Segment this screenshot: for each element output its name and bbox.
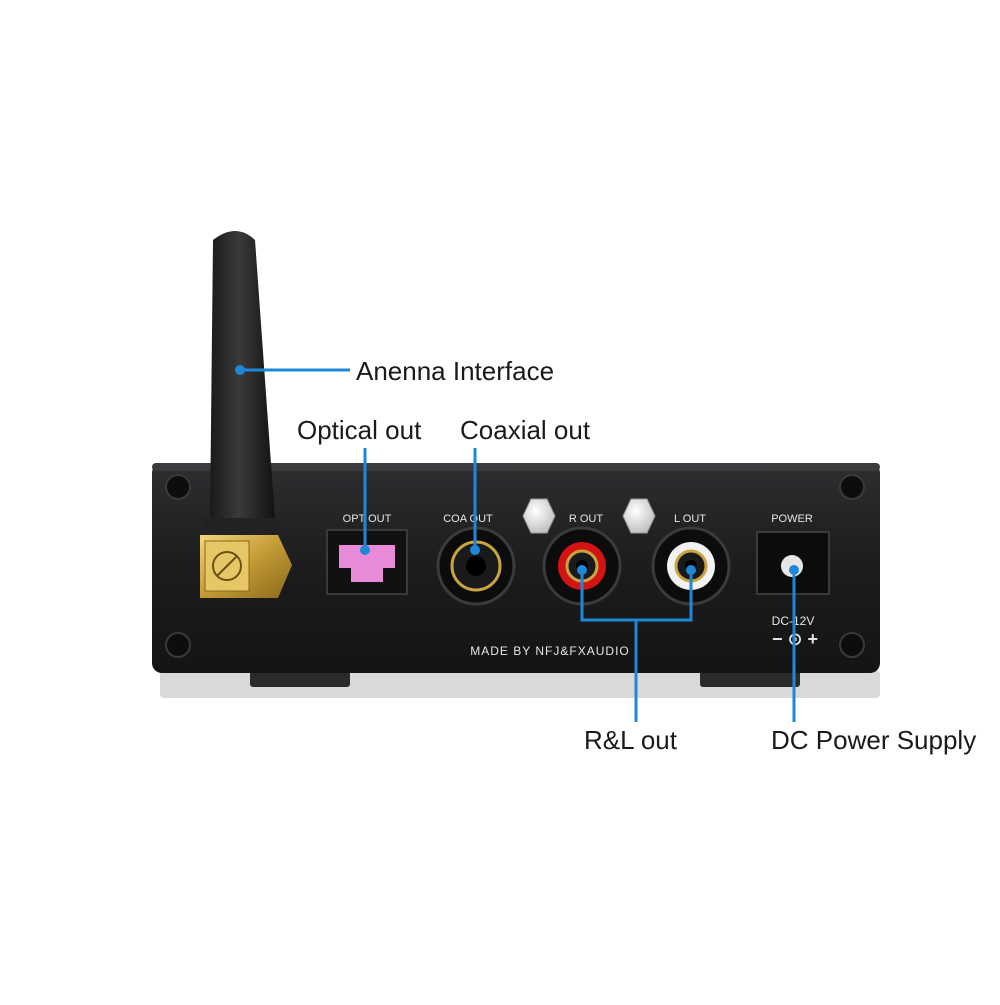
- callout-dc: DC Power Supply: [771, 725, 977, 755]
- rl-leader: [580, 570, 693, 722]
- hex-cap-icon: [522, 498, 656, 534]
- screw-icon: [165, 474, 865, 658]
- l-out-label: L OUT: [674, 513, 706, 525]
- chassis: [152, 463, 880, 673]
- coaxial-jack: COA OUT: [436, 513, 516, 606]
- callout-coaxial: Coaxial out: [460, 415, 591, 445]
- optical-port: OPT OUT: [326, 513, 408, 595]
- optical-port-icon: [339, 545, 395, 582]
- callout-antenna: Anenna Interface: [356, 356, 555, 386]
- leader-lines: [240, 368, 796, 722]
- antenna-icon: [200, 231, 292, 598]
- opt-out-label: OPT OUT: [343, 513, 392, 525]
- power-label: POWER: [771, 513, 813, 525]
- callout-rl: R&L out: [584, 725, 677, 755]
- r-out-label: R OUT: [569, 513, 604, 525]
- leader-dots: [235, 365, 799, 575]
- callout-optical: Optical out: [297, 415, 422, 445]
- made-by-label: MADE BY NFJ&FXAUDIO: [470, 644, 629, 658]
- coa-out-label: COA OUT: [443, 513, 493, 525]
